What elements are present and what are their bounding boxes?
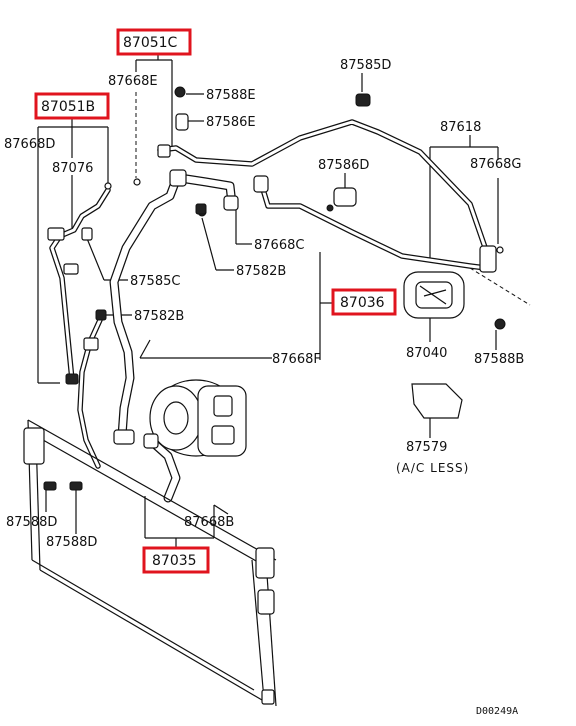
label-87036[interactable]: 87036 [340, 295, 385, 311]
left-pipe-87076 [47, 182, 112, 385]
label-87668G[interactable]: 87668G [470, 157, 521, 172]
label-87585D[interactable]: 87585D [340, 58, 391, 73]
label-87668B[interactable]: 87668B [184, 515, 234, 530]
label-87579[interactable]: 87579 [406, 440, 447, 455]
label-87618[interactable]: 87618 [440, 120, 481, 135]
label-87588E[interactable]: 87588E [206, 88, 256, 103]
hose-assembly [109, 169, 239, 445]
diagram-code: D00249A [476, 706, 518, 717]
label-87668F[interactable]: 87668F [272, 352, 321, 367]
label-87585C[interactable]: 87585C [130, 274, 180, 289]
label-87668E[interactable]: 87668E [108, 74, 158, 89]
label-87586D[interactable]: 87586D [318, 158, 369, 173]
highlight-boxes [34, 28, 397, 574]
compressor-hose-87668B [143, 433, 181, 503]
label-87668C[interactable]: 87668C [254, 238, 304, 253]
small-fasteners [174, 86, 506, 330]
discharge-pipe [77, 309, 107, 469]
condenser [23, 419, 277, 707]
compressor [149, 379, 247, 457]
pipe-assembly-upper [133, 93, 504, 273]
seal-87040 [403, 271, 465, 319]
label-87040[interactable]: 87040 [406, 346, 447, 361]
label-87582B-mid[interactable]: 87582B [134, 309, 184, 324]
label-87051C[interactable]: 87051C [123, 35, 178, 51]
cover-87579 [411, 383, 463, 419]
highlight-box-87036 [331, 288, 397, 316]
label-87668D[interactable]: 87668D [4, 137, 55, 152]
label-87588D-2[interactable]: 87588D [46, 535, 97, 550]
leader-lines [37, 52, 531, 548]
label-87582B-top[interactable]: 87582B [236, 264, 286, 279]
label-87035[interactable]: 87035 [152, 553, 197, 569]
highlight-box-87051B [34, 92, 110, 120]
label-87588D-1[interactable]: 87588D [6, 515, 57, 530]
label-87586E[interactable]: 87586E [206, 115, 256, 130]
highlight-box-87051C [116, 28, 192, 56]
label-87051B[interactable]: 87051B [41, 99, 95, 115]
part-labels: 87051C 87668E 87588E 87586E 87585D 87051… [4, 35, 524, 717]
label-87588B[interactable]: 87588B [474, 352, 524, 367]
highlight-box-87035 [142, 546, 210, 574]
label-ac-less: (A/C LESS) [396, 461, 469, 475]
label-87076[interactable]: 87076 [52, 161, 93, 176]
